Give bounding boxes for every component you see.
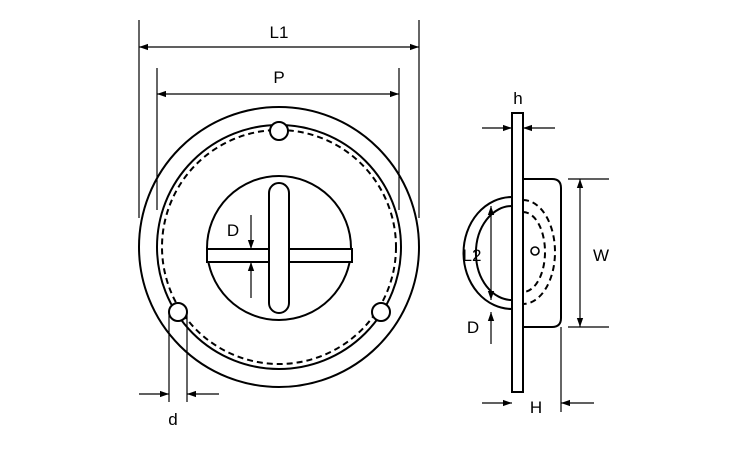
label-l1: L1 [270, 23, 289, 42]
base-housing [523, 178, 562, 328]
labels: L1 P d D h L2 W D H [168, 23, 609, 429]
front-view [138, 106, 420, 388]
ring-outer [462, 196, 513, 310]
label-p: P [273, 68, 284, 87]
outer-flange-outer-edge [138, 106, 420, 388]
vertical-ring-bar [268, 182, 290, 314]
label-d-bar-front: D [227, 221, 239, 240]
bolt-hole-left [168, 302, 188, 322]
front-dimensions [138, 20, 420, 402]
ring-inner [474, 205, 513, 301]
side-dimensions [482, 124, 609, 412]
label-d-bar-side: D [467, 318, 479, 337]
label-l2: L2 [463, 246, 482, 265]
pivot-pin [530, 246, 540, 256]
label-w: W [593, 246, 609, 265]
side-view [462, 112, 562, 393]
flange-plate [511, 112, 524, 393]
label-h: h [513, 89, 522, 108]
hidden-ring-arc-outer [522, 199, 556, 305]
bolt-hole-right [371, 302, 391, 322]
label-h-height: H [530, 398, 542, 417]
hidden-ring-arc-inner [522, 211, 546, 293]
label-d-hole: d [168, 410, 177, 429]
bolt-hole-top [269, 121, 289, 141]
